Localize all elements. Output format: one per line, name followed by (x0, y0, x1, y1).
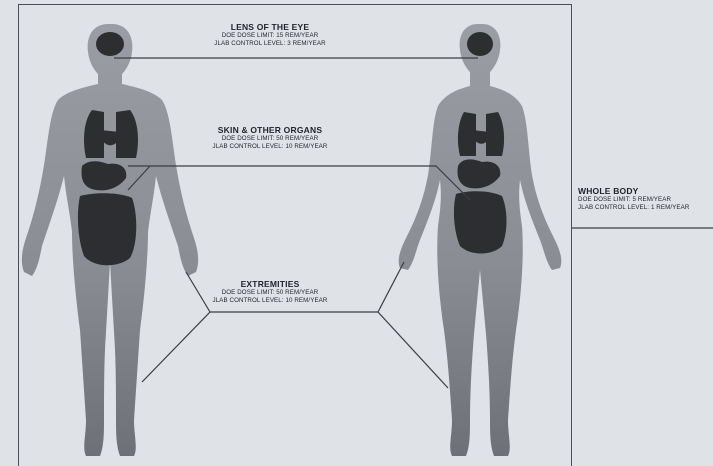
extremities-label: EXTREMITIES DOE DOSE LIMIT: 50 REM/YEAR … (190, 279, 350, 305)
female-digestive-organs (454, 159, 507, 253)
whole-body-title: WHOLE BODY (578, 186, 713, 196)
male-brain (96, 32, 124, 56)
extremities-title: EXTREMITIES (190, 279, 350, 289)
whole-body-label: WHOLE BODY DOE DOSE LIMIT: 5 REM/YEAR JL… (578, 186, 713, 212)
skin-doe-limit: DOE DOSE LIMIT: 50 REM/YEAR (190, 135, 350, 143)
whole-body-doe-limit: DOE DOSE LIMIT: 5 REM/YEAR (578, 196, 713, 204)
extremities-jlab-level: JLAB CONTROL LEVEL: 10 REM/YEAR (190, 297, 350, 305)
lens-doe-limit: DOE DOSE LIMIT: 15 REM/YEAR (190, 32, 350, 40)
female-figure (399, 24, 562, 456)
whole-body-jlab-level: JLAB CONTROL LEVEL: 1 REM/YEAR (578, 204, 713, 212)
lens-title: LENS OF THE EYE (190, 22, 350, 32)
lens-jlab-level: JLAB CONTROL LEVEL: 3 REM/YEAR (190, 40, 350, 48)
lens-of-eye-label: LENS OF THE EYE DOE DOSE LIMIT: 15 REM/Y… (190, 22, 350, 48)
extremities-leader-right (378, 262, 448, 388)
male-figure (22, 24, 198, 456)
female-brain (467, 32, 493, 56)
extremities-doe-limit: DOE DOSE LIMIT: 50 REM/YEAR (190, 289, 350, 297)
skin-organs-label: SKIN & OTHER ORGANS DOE DOSE LIMIT: 50 R… (190, 125, 350, 151)
skin-title: SKIN & OTHER ORGANS (190, 125, 350, 135)
skin-jlab-level: JLAB CONTROL LEVEL: 10 REM/YEAR (190, 143, 350, 151)
